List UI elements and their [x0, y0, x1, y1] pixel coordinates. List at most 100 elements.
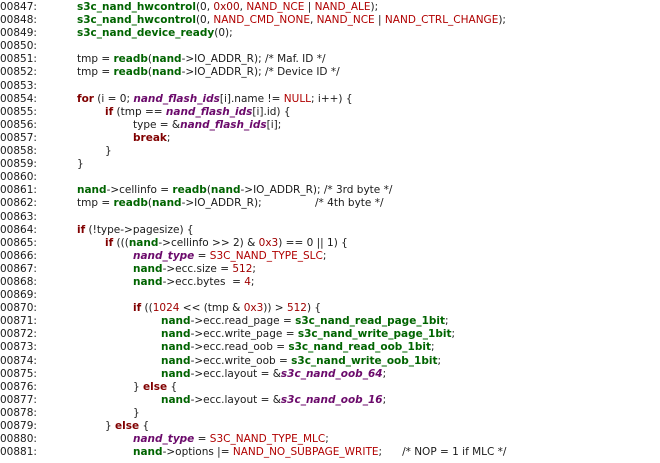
code-token: nand — [161, 393, 191, 406]
line-number: 00874: — [0, 354, 37, 367]
code-token: /* 3rd byte */ — [323, 184, 393, 197]
line-number: 00867: — [0, 262, 37, 275]
code-token: = — [194, 249, 210, 262]
code-token: 0x3 — [258, 236, 279, 249]
code-token: else — [115, 420, 140, 432]
code-line: 00876:} else { — [0, 381, 660, 394]
code-text: if ((1024 << (tmp & 0x3)) > 512) { — [133, 302, 321, 315]
code-line: 00871:nand->ecc.read_page = s3c_nand_rea… — [0, 315, 660, 328]
code-text: nand->ecc.bytes = 4; — [133, 276, 254, 289]
code-line: 00879:} else { — [0, 420, 660, 433]
code-text: if (tmp == nand_flash_ids[i].id) { — [105, 106, 291, 119]
line-number: 00881: — [0, 446, 37, 459]
code-token: for — [77, 92, 94, 105]
code-token: } — [105, 145, 112, 158]
code-token: nand_flash_ids — [133, 92, 220, 105]
code-token: ; — [382, 367, 387, 380]
code-token: ->ecc.layout = & — [190, 367, 281, 380]
line-number: 00851: — [0, 53, 37, 66]
code-token: 512 — [232, 262, 253, 275]
line-number: 00872: — [0, 328, 37, 341]
code-line: 00869: — [0, 289, 660, 302]
code-token: NAND_CTRL_CHANGE — [384, 14, 499, 27]
code-token: NAND_NCE — [246, 1, 305, 13]
code-line: 00872:nand->ecc.write_page = s3c_nand_wr… — [0, 328, 660, 341]
code-token: nand — [133, 275, 163, 288]
code-token: ; — [437, 354, 442, 367]
code-token: } — [133, 380, 144, 393]
line-number: 00868: — [0, 275, 37, 288]
code-token: ->ecc.size = — [162, 262, 233, 275]
code-token: ->IO_ADDR_R); — [181, 66, 265, 79]
code-line: 00853: — [0, 80, 660, 93]
code-token: } — [105, 420, 116, 432]
code-token: nand — [152, 53, 182, 66]
code-token: , — [309, 14, 317, 27]
code-token: nand — [152, 66, 182, 79]
line-number: 00858: — [0, 145, 37, 158]
code-token: } — [133, 406, 140, 419]
code-token: ->options |= — [162, 446, 233, 459]
code-text: if (((nand->cellinfo >> 2) & 0x3) == 0 |… — [105, 237, 348, 250]
code-token: ->ecc.read_page = — [190, 315, 296, 328]
code-line: 00850: — [0, 40, 660, 53]
code-text: } else { — [105, 420, 149, 433]
code-token: (( — [141, 302, 153, 315]
code-token: NAND_NCE — [316, 14, 375, 27]
line-number: 00875: — [0, 367, 37, 380]
line-number: 00854: — [0, 92, 37, 105]
code-line: 00849:s3c_nand_device_ready(0); — [0, 27, 660, 40]
code-token: 0x00 — [213, 1, 240, 13]
code-token: if — [133, 302, 142, 315]
code-line: 00870:if ((1024 << (tmp & 0x3)) > 512) { — [0, 302, 660, 315]
code-token: NAND_ALE — [314, 1, 371, 13]
code-token: = — [194, 433, 210, 446]
code-text: nand_type = S3C_NAND_TYPE_MLC; — [133, 433, 329, 446]
code-token: NAND_CMD_NONE — [213, 14, 310, 27]
code-line: 00867: nand->ecc.size = 512; — [0, 263, 660, 276]
code-token: ->IO_ADDR_R); — [240, 184, 324, 197]
code-text: } — [105, 145, 112, 158]
code-line: 00862:tmp = readb(nand->IO_ADDR_R); /* 4… — [0, 197, 660, 210]
line-number: 00865: — [0, 236, 37, 249]
code-token: nand — [161, 341, 191, 354]
code-line: 00881:nand->options |= NAND_NO_SUBPAGE_W… — [0, 446, 660, 459]
code-line: 00854:for (i = 0; nand_flash_ids[i].name… — [0, 93, 660, 106]
code-token: s3c_nand_oob_64 — [280, 367, 383, 380]
code-token: nand — [210, 184, 241, 197]
code-token: ; — [252, 262, 256, 275]
code-token: } — [77, 158, 84, 171]
code-token: ); — [370, 1, 379, 13]
code-token: ) == 0 || 1) { — [278, 236, 348, 249]
code-token: ->ecc.write_oob = — [190, 354, 292, 367]
code-token: if — [77, 223, 86, 236]
code-text: if (!type->pagesize) { — [77, 224, 194, 237]
code-token: nand — [133, 262, 163, 275]
code-token: ; — [250, 275, 255, 288]
code-token: ); — [498, 14, 506, 27]
line-number: 00861: — [0, 184, 37, 197]
code-token: ->IO_ADDR_R); — [181, 53, 265, 66]
code-line: 00847:s3c_nand_hwcontrol(0, 0x00, NAND_N… — [0, 1, 660, 14]
code-token: ->ecc.read_oob = — [190, 341, 289, 354]
code-token: nand — [152, 197, 182, 210]
code-token: (0); — [214, 27, 233, 40]
code-text: s3c_nand_hwcontrol(0, 0x00, NAND_NCE | N… — [77, 1, 378, 14]
code-token: nand — [77, 184, 107, 197]
code-token: ; — [322, 249, 327, 262]
code-token: ; — [431, 341, 435, 354]
code-line: 00877:nand->ecc.layout = &s3c_nand_oob_1… — [0, 394, 660, 407]
code-token: ; — [451, 328, 456, 341]
code-text: nand->ecc.write_oob = s3c_nand_write_oob… — [161, 355, 441, 368]
line-number: 00864: — [0, 223, 37, 236]
line-number: 00855: — [0, 105, 37, 118]
code-token: | — [304, 1, 315, 13]
code-line: 00861:nand->cellinfo = readb(nand->IO_AD… — [0, 184, 660, 197]
line-number: 00850: — [0, 40, 37, 53]
code-line: 00857:break; — [0, 132, 660, 145]
code-token: /* NOP = 1 if MLC */ — [402, 446, 507, 459]
code-text: tmp = readb(nand->IO_ADDR_R); /* Maf. ID… — [77, 53, 326, 66]
code-token: S3C_NAND_TYPE_MLC — [209, 433, 326, 446]
code-token: nand — [161, 354, 191, 367]
code-text: nand_type = S3C_NAND_TYPE_SLC; — [133, 250, 326, 263]
